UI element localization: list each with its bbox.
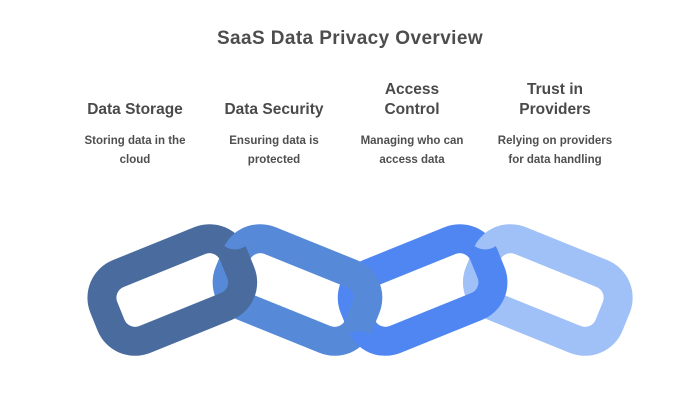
- concept-description: Relying on providers for data handling: [497, 135, 613, 166]
- concept-heading: Data Security: [224, 101, 324, 119]
- concept-description: Storing data in the cloud: [84, 135, 186, 166]
- concept-data-security: Data Security Ensuring data is protected: [189, 78, 359, 170]
- concept-trust-in-providers: Trust in Providers Relying on providers …: [470, 78, 640, 170]
- chain-link-data-storage: [87, 224, 258, 356]
- concept-access-control: Access Control Managing who can access d…: [327, 78, 497, 170]
- concept-heading: Trust in Providers: [519, 81, 591, 119]
- concept-heading: Access Control: [384, 81, 440, 119]
- concept-data-storage: Data Storage Storing data in the cloud: [50, 78, 220, 170]
- concept-description: Managing who can access data: [360, 135, 464, 166]
- page-title: SaaS Data Privacy Overview: [216, 28, 483, 49]
- concept-description: Ensuring data is protected: [229, 135, 319, 166]
- concept-heading: Data Storage: [87, 101, 183, 119]
